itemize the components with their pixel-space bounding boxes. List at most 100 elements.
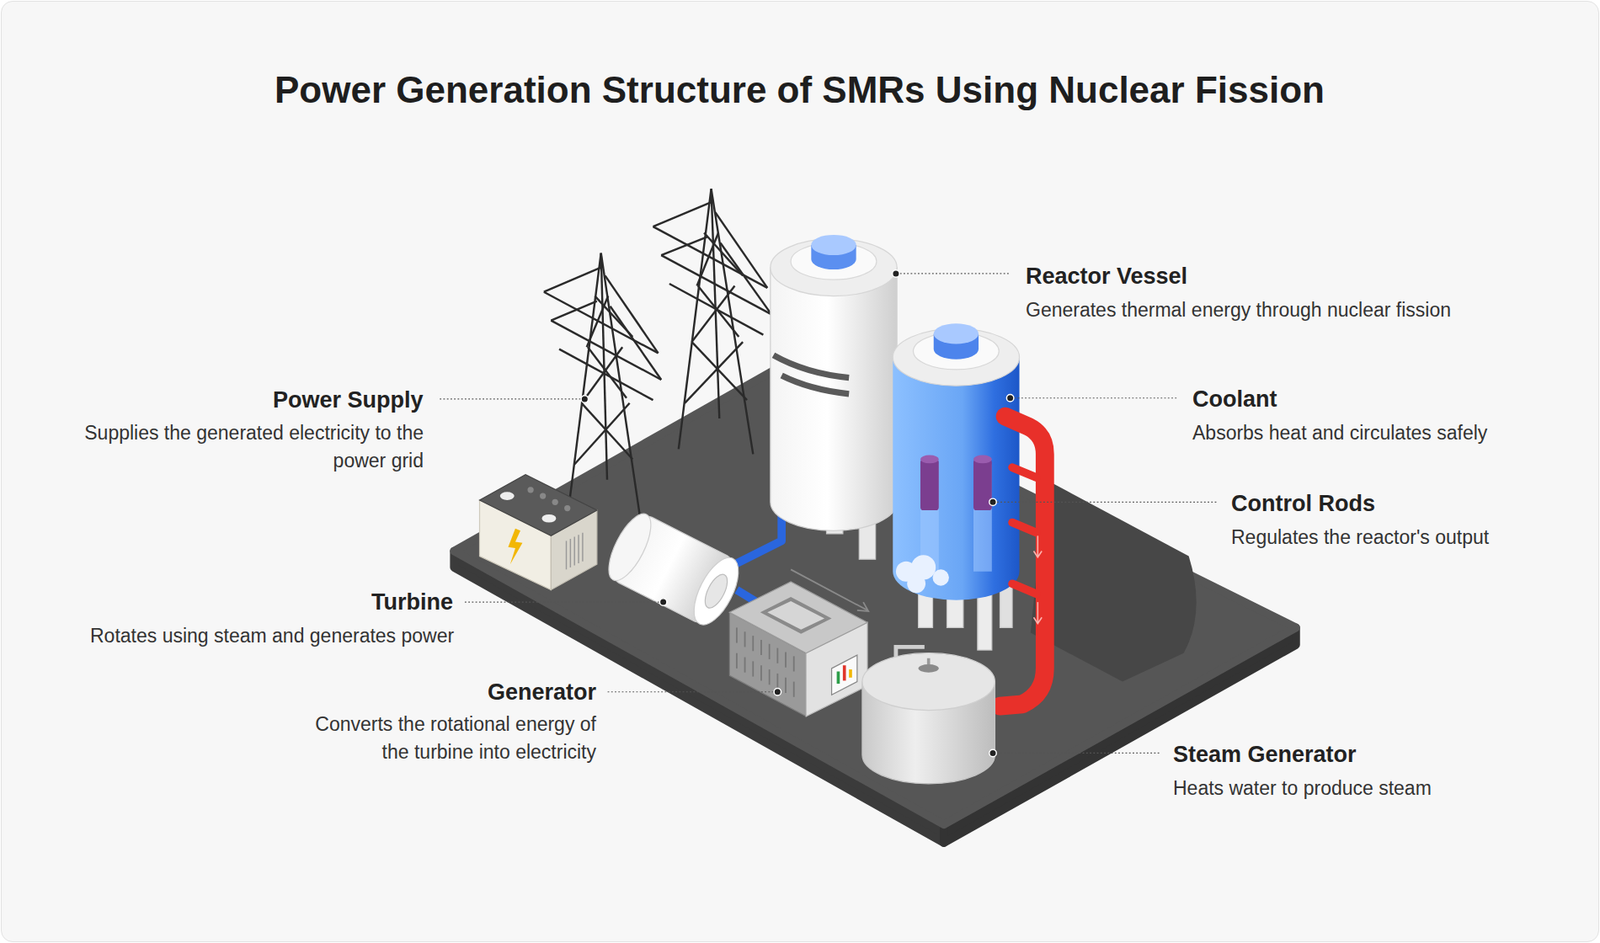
red-pipe bbox=[1012, 467, 1037, 478]
part-description: Heats water to produce steam bbox=[1173, 774, 1432, 803]
power-pylon bbox=[653, 202, 712, 227]
battery-box bbox=[507, 528, 523, 565]
generator-box bbox=[760, 640, 763, 656]
steam-generator bbox=[862, 646, 996, 784]
leader-line bbox=[606, 691, 774, 693]
generator-box bbox=[744, 631, 747, 647]
leader-line bbox=[438, 398, 581, 400]
leader-line bbox=[900, 272, 1011, 274]
part-name: Power Supply bbox=[272, 386, 424, 414]
reactor-vessel bbox=[770, 267, 897, 532]
power-pylon bbox=[661, 236, 708, 256]
coolant-tank bbox=[906, 574, 926, 593]
generator-box bbox=[793, 656, 795, 672]
part-name: Control Rods bbox=[1231, 490, 1376, 518]
generator-box bbox=[729, 581, 868, 654]
generator-box bbox=[776, 648, 779, 664]
flow-arrow bbox=[1033, 551, 1042, 558]
reactor-vessel bbox=[781, 375, 849, 395]
battery-box bbox=[565, 540, 567, 570]
generator-box bbox=[793, 682, 795, 698]
part-description: Generates thermal energy through nuclear… bbox=[1025, 296, 1451, 325]
battery-box bbox=[577, 534, 579, 564]
generator-box bbox=[784, 651, 787, 667]
red-pipe bbox=[1000, 416, 1046, 707]
generator-box bbox=[744, 657, 747, 673]
reactor-vessel bbox=[770, 234, 897, 560]
battery-box bbox=[581, 533, 583, 562]
steam-generator bbox=[918, 664, 939, 673]
generator-box bbox=[776, 673, 779, 689]
generator-box bbox=[767, 601, 825, 630]
part-description: Absorbs heat and circulates safely bbox=[1192, 419, 1488, 448]
part-name: Generator bbox=[487, 678, 597, 706]
generator-box bbox=[768, 644, 771, 660]
leader-line bbox=[997, 501, 1217, 503]
leader-dot bbox=[581, 270, 1014, 758]
battery-box bbox=[573, 537, 575, 566]
battery-box bbox=[570, 538, 571, 568]
platform bbox=[1030, 480, 1197, 683]
power-pylon bbox=[669, 283, 763, 336]
part-name: Steam Generator bbox=[1173, 741, 1357, 768]
flow-arrow bbox=[1037, 602, 1040, 623]
power-pylon bbox=[653, 188, 773, 454]
power-pylon bbox=[692, 285, 736, 342]
part-description: Supplies the generated electricity to th… bbox=[78, 419, 424, 475]
power-pylon bbox=[684, 341, 743, 404]
leader-dot bbox=[659, 598, 667, 606]
turbine bbox=[600, 507, 748, 632]
part-name: Coolant bbox=[1192, 385, 1278, 413]
leader-dot bbox=[989, 749, 997, 757]
power-pylon bbox=[720, 243, 772, 315]
battery-box bbox=[564, 505, 571, 512]
generator-box bbox=[760, 665, 763, 681]
battery-box bbox=[500, 491, 515, 501]
reactor-vessel bbox=[810, 234, 856, 256]
flow-arrow bbox=[790, 569, 868, 610]
power-pylon bbox=[653, 226, 768, 288]
steam-generator bbox=[862, 653, 996, 711]
leader-line bbox=[438, 273, 1216, 754]
power-pylon bbox=[544, 253, 662, 516]
generator-box bbox=[729, 581, 868, 717]
turbine bbox=[700, 570, 732, 612]
battery-box bbox=[480, 474, 598, 591]
part-name: Reactor Vessel bbox=[1025, 262, 1188, 290]
generator-box bbox=[736, 653, 738, 669]
power-pylon bbox=[711, 188, 754, 454]
battery-box bbox=[480, 474, 598, 537]
flow-arrow bbox=[1033, 535, 1042, 624]
coolant-tank bbox=[933, 323, 979, 344]
generator-box bbox=[784, 677, 787, 694]
power-pylon bbox=[692, 341, 747, 400]
red-pipe bbox=[1012, 583, 1037, 594]
generator-box bbox=[837, 672, 841, 685]
flow-arrow bbox=[790, 569, 869, 612]
part-description: Regulates the reactor's output bbox=[1231, 523, 1489, 552]
generator-box bbox=[760, 597, 832, 635]
coolant-tank bbox=[933, 569, 950, 586]
diagram-title: Power Generation Structure of SMRs Using… bbox=[274, 68, 1325, 112]
power-pylon bbox=[661, 255, 772, 315]
generator-box bbox=[768, 669, 771, 685]
leader-dot bbox=[581, 395, 588, 403]
battery-box bbox=[539, 492, 546, 499]
red-pipe bbox=[1012, 522, 1037, 534]
generator-box bbox=[832, 655, 858, 695]
generator-box bbox=[842, 665, 847, 681]
power-pylon bbox=[587, 346, 627, 399]
power-pylon bbox=[544, 292, 659, 354]
turbine bbox=[600, 507, 660, 587]
power-pylon bbox=[559, 349, 653, 401]
generator-box bbox=[752, 661, 754, 677]
power-pylon bbox=[610, 306, 662, 380]
leader-dot bbox=[773, 688, 781, 695]
flow-arrow bbox=[1033, 617, 1042, 624]
power-pylon bbox=[601, 253, 640, 516]
battery-box bbox=[566, 533, 583, 571]
leader-dot bbox=[1006, 394, 1014, 402]
part-description: Rotates using steam and generates power bbox=[90, 622, 454, 651]
